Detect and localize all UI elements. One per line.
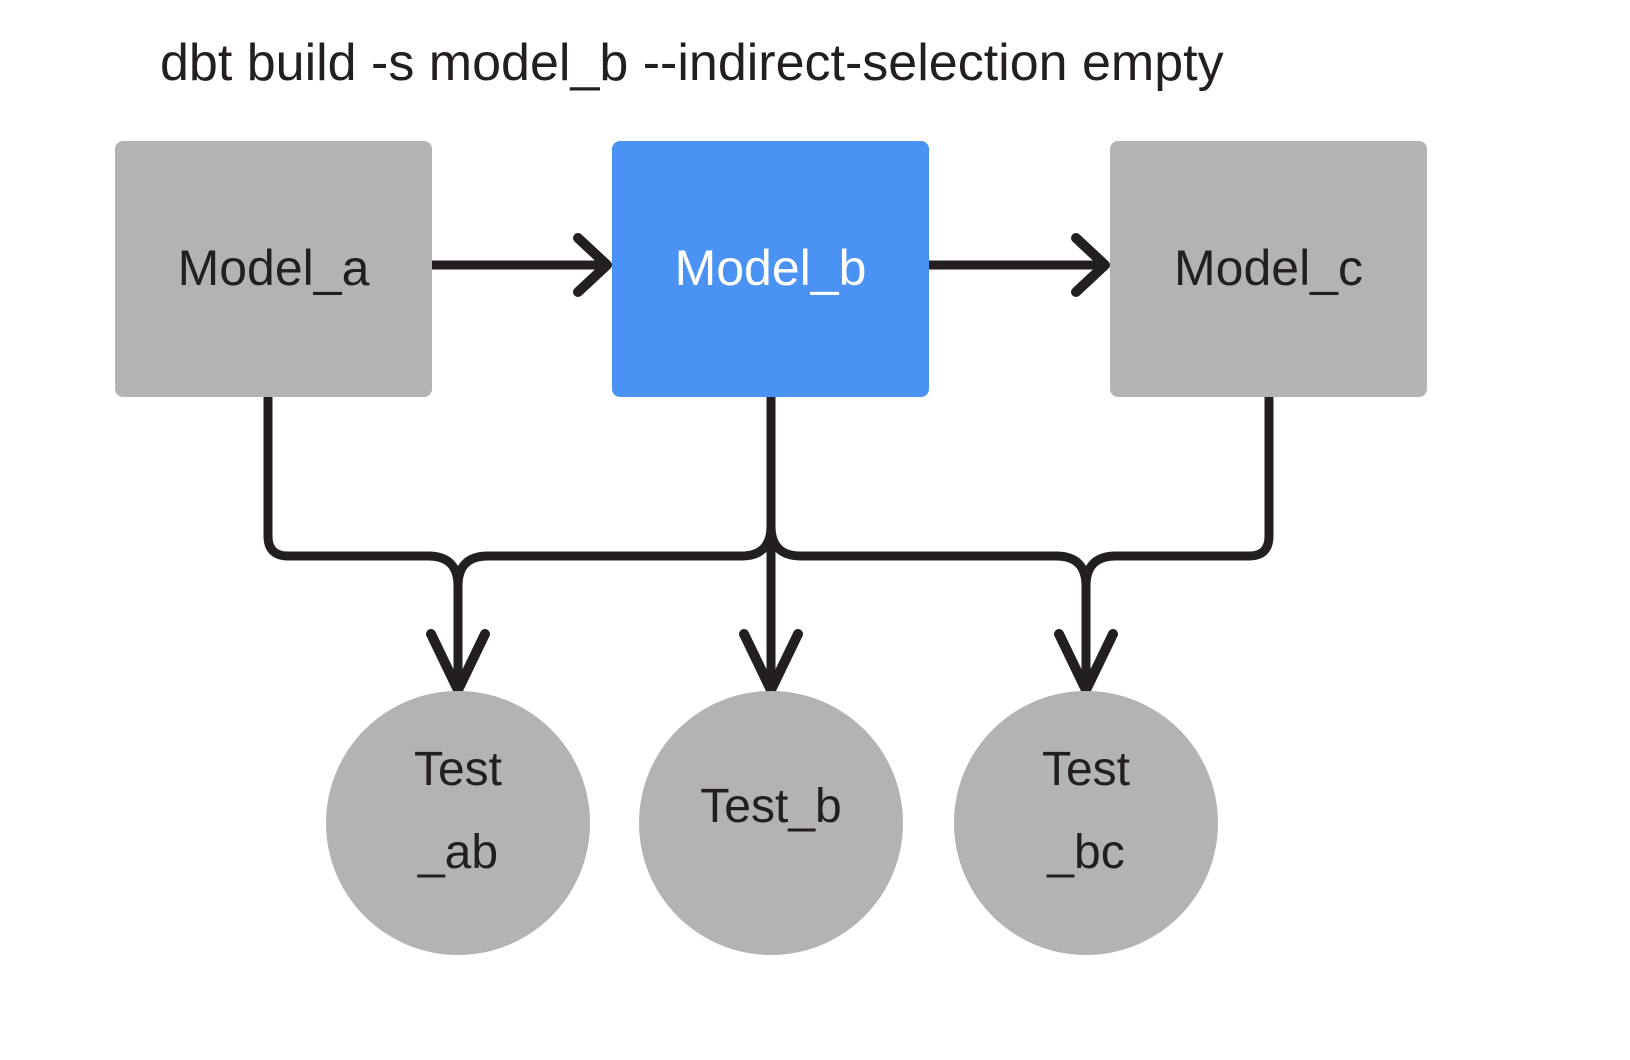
node-test-ab[interactable]: Test _ab bbox=[326, 691, 590, 955]
node-model-c[interactable]: Model_c bbox=[1110, 141, 1427, 397]
node-test-b-label-line1: Test_b bbox=[700, 780, 841, 833]
edge-model-a-to-model-b bbox=[427, 233, 612, 297]
node-model-a-label: Model_a bbox=[178, 240, 370, 296]
edge-model-c-to-bus bbox=[1111, 392, 1274, 561]
edge-model-b-to-model-c bbox=[924, 233, 1110, 297]
node-test-ab-label-line1: Test bbox=[414, 743, 502, 796]
diagram-title: dbt build -s model_b --indirect-selectio… bbox=[160, 34, 1224, 92]
node-test-ab-label-line2: _ab bbox=[417, 826, 498, 879]
node-test-bc-label-line1: Test bbox=[1042, 743, 1130, 796]
edge-model-b-to-test-b bbox=[736, 392, 806, 695]
node-model-a[interactable]: Model_a bbox=[115, 141, 432, 397]
edge-model-a-to-bus bbox=[263, 392, 433, 561]
node-model-b-label: Model_b bbox=[675, 240, 867, 296]
node-model-c-label: Model_c bbox=[1174, 240, 1363, 296]
node-model-b[interactable]: Model_b bbox=[612, 141, 929, 397]
node-test-bc-label-line2: _bc bbox=[1046, 826, 1124, 879]
node-test-b[interactable]: Test_b bbox=[639, 691, 903, 955]
edge-bus-to-test-bc bbox=[1051, 551, 1121, 695]
node-test-bc[interactable]: Test _bc bbox=[954, 691, 1218, 955]
edge-bus-to-test-ab bbox=[423, 551, 493, 695]
